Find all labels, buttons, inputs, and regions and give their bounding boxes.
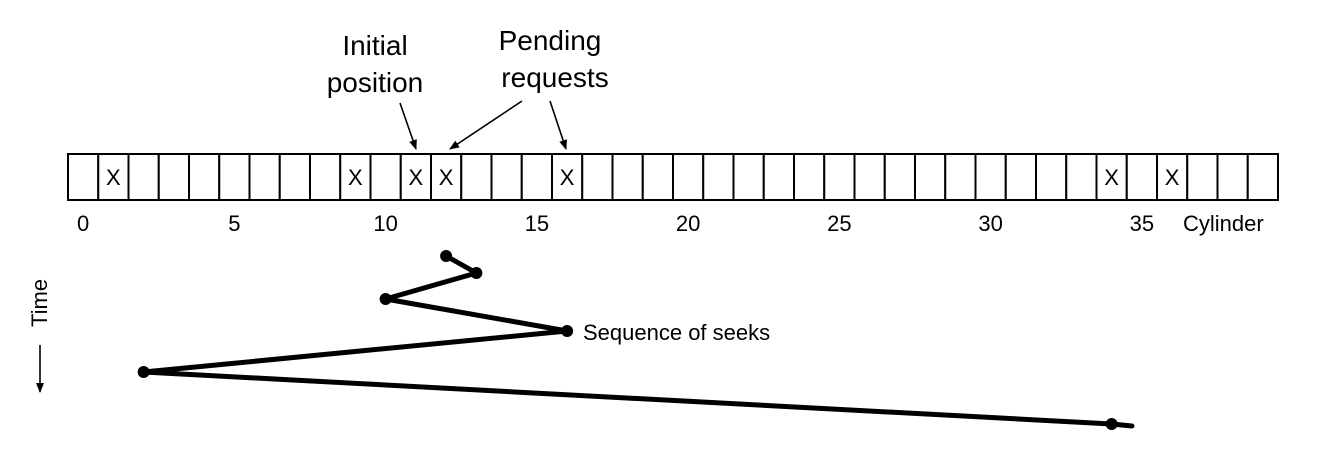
cylinder-tick-label: 0 xyxy=(77,211,89,236)
cylinder-cell xyxy=(762,153,795,201)
cylinder-tick-label: 35 xyxy=(1130,211,1154,236)
cylinder-axis-ticks: 0 5 10 15 20 25 30 35 xyxy=(77,211,1154,236)
cylinder-tick-label: 10 xyxy=(373,211,397,236)
initial-position-arrow xyxy=(399,102,417,150)
cylinder-cell xyxy=(309,153,342,201)
cylinder-cell xyxy=(339,153,372,201)
pending-requests-arrow-right xyxy=(549,100,567,150)
seek-point xyxy=(561,325,574,337)
pending-requests-label-line1: Pending xyxy=(499,25,602,56)
cylinder-cell xyxy=(490,153,523,201)
cylinder-cell xyxy=(399,153,432,201)
cylinder-cell xyxy=(248,153,281,201)
cylinder-cell xyxy=(1186,153,1219,201)
cylinder-tick-label: 15 xyxy=(525,211,549,236)
cylinder-cell xyxy=(1065,153,1098,201)
request-marker: X xyxy=(1104,165,1119,190)
cylinder-cell xyxy=(278,153,311,201)
seek-point xyxy=(137,366,150,378)
cylinder-cell xyxy=(914,153,947,201)
request-marker: X xyxy=(348,165,363,190)
cylinder-cell xyxy=(1156,153,1189,201)
initial-position-label-line2: position xyxy=(327,67,424,98)
cylinder-axis-label: Cylinder xyxy=(1183,211,1264,236)
sequence-of-seeks-label: Sequence of seeks xyxy=(583,320,770,345)
cylinder-cell xyxy=(1004,153,1037,201)
cylinder-cell xyxy=(672,153,705,201)
cylinder-cell xyxy=(188,153,221,201)
request-marker: X xyxy=(409,165,424,190)
time-label: Time xyxy=(27,279,52,327)
cylinder-cell xyxy=(218,153,251,201)
request-marker: X xyxy=(560,165,575,190)
cylinder-cell xyxy=(793,153,826,201)
cylinder-tick-label: 5 xyxy=(228,211,240,236)
request-marker: X xyxy=(439,165,454,190)
cylinder-cell xyxy=(460,153,493,201)
cylinder-cell xyxy=(1125,153,1158,201)
pending-requests-label-line2: requests xyxy=(501,62,608,93)
seek-point xyxy=(440,250,453,262)
seek-point xyxy=(379,293,392,305)
cylinder-cell xyxy=(551,153,584,201)
seek-path xyxy=(137,250,1135,430)
cylinder-cell xyxy=(127,153,160,201)
seek-point xyxy=(470,267,483,279)
cylinder-cell xyxy=(369,153,402,201)
cylinder-tick-label: 20 xyxy=(676,211,700,236)
request-marker: X xyxy=(1165,165,1180,190)
cylinder-cell xyxy=(581,153,614,201)
cylinder-cell xyxy=(157,153,190,201)
cylinder-tick-label: 30 xyxy=(978,211,1002,236)
cylinder-cell xyxy=(97,153,130,201)
cylinder-cell xyxy=(520,153,553,201)
request-marker: X xyxy=(106,165,121,190)
cylinder-cell xyxy=(883,153,916,201)
cylinder-cell xyxy=(67,153,100,201)
cylinder-cell xyxy=(823,153,856,201)
cylinder-cell xyxy=(611,153,644,201)
cylinder-cell xyxy=(1216,153,1249,201)
initial-position-label-line1: Initial xyxy=(342,30,407,61)
cylinder-cell xyxy=(853,153,886,201)
seek-point xyxy=(1105,418,1118,430)
cylinder-tick-label: 25 xyxy=(827,211,851,236)
cylinder-cell xyxy=(1035,153,1068,201)
cylinder-cell xyxy=(1246,153,1279,201)
cylinder-cell xyxy=(974,153,1007,201)
cylinder-cell xyxy=(641,153,674,201)
cylinder-cell xyxy=(944,153,977,201)
pending-requests-arrow-left xyxy=(449,100,523,150)
cylinder-cell xyxy=(702,153,735,201)
cylinder-cell xyxy=(732,153,765,201)
